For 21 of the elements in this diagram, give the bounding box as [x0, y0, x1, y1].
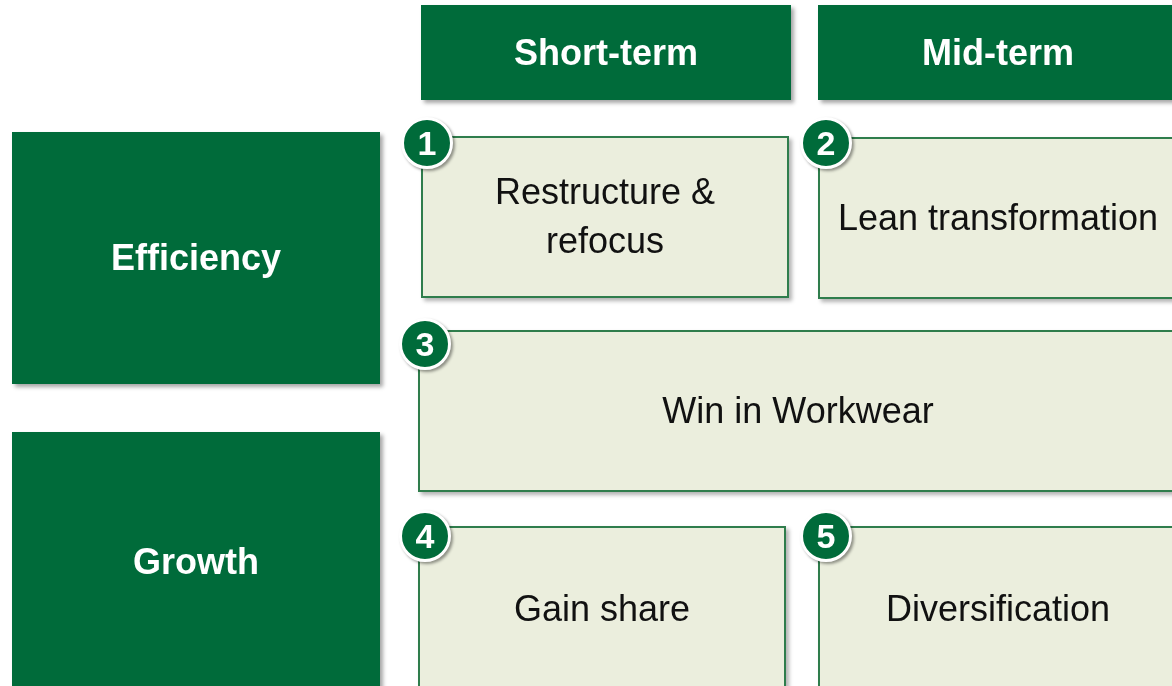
strategy-text: Lean transformation [837, 195, 1159, 240]
strategy-box [418, 330, 1172, 492]
row-header [12, 432, 380, 686]
callout-number: 1 [417, 123, 437, 163]
row-header-text: Growth [133, 541, 259, 583]
strategy-text: Win in Workwear [662, 388, 934, 433]
callout-number: 4 [415, 516, 435, 556]
column-header [421, 5, 791, 100]
strategy-box [418, 526, 786, 686]
strategy-box [818, 526, 1172, 686]
strategy-text: Restructure & refocus [493, 170, 717, 263]
column-header-text: Short-term [514, 31, 698, 74]
row-header [12, 132, 380, 384]
row-header-text: Efficiency [110, 237, 282, 279]
callout-number: 3 [415, 324, 435, 364]
strategy-text: Gain share [513, 586, 691, 631]
callout-number: 2 [816, 123, 836, 163]
callout-number: 5 [816, 516, 836, 556]
column-header [818, 5, 1172, 100]
strategy-text: Diversification [885, 586, 1111, 631]
column-header-text: Mid-term [922, 31, 1074, 74]
